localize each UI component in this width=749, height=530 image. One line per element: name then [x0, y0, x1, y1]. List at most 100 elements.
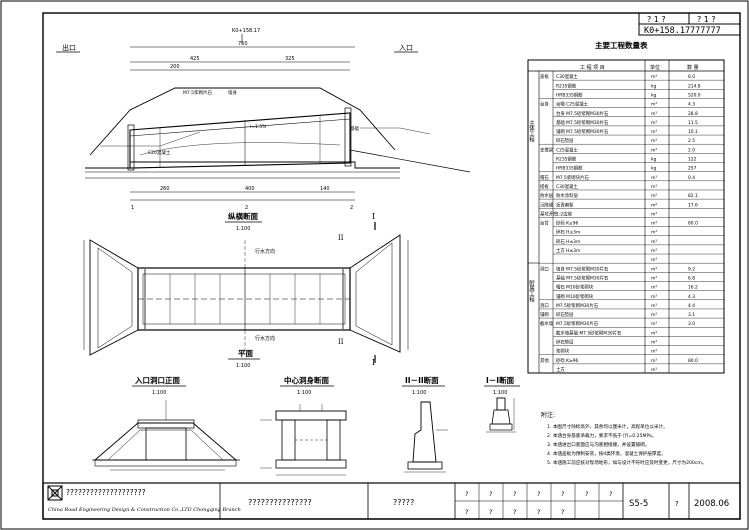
title-cell: ? [489, 490, 492, 498]
table-cell-item: 帽石 M10砂浆砌块 [556, 284, 594, 291]
note-line: 2. 本涵台身基底承载力，要求不低于 [f]=0.25MPa。 [547, 432, 656, 439]
table-cell-item: 墙身 M7.5砂浆砌M30片石 [556, 265, 609, 272]
table-cell-value: 4.3 [688, 294, 695, 300]
table-cell-category: 其他 [540, 357, 549, 364]
elevation-view: K0+158.17 出口 入口 750 425 325 200 C20混凝土 [56, 28, 471, 232]
table-cell-category: 洞口 [540, 265, 549, 272]
table-cell-unit: kg [651, 166, 657, 172]
table-cell-category: 截水墙 [540, 320, 554, 327]
table-cell-value: 122 [688, 157, 697, 163]
view-scale: 1:100 [236, 226, 250, 232]
table-cell-unit: m³ [651, 102, 657, 108]
view-scale: 1:100 [152, 390, 166, 396]
point-label: 2 [350, 205, 353, 211]
table-cell-value: 11.5 [688, 120, 698, 126]
table-header: 数 量 [687, 64, 699, 71]
header-cell: ? 1 ? [697, 15, 716, 24]
table-cell-unit: m³ [651, 175, 657, 181]
table-cell-item: M7.5浆砌块片石 [556, 174, 589, 181]
table-group: 主体工程 [528, 119, 535, 144]
table-cell-value: 17.6 [688, 202, 698, 208]
callout-text: 墙身 [228, 89, 237, 96]
table-cell-unit: m³ [651, 312, 657, 318]
table-cell-item: 浆砌块 [556, 348, 570, 355]
table-cell-category: 沉降缝 [540, 201, 554, 208]
table-cell-category: 防水层 [540, 192, 554, 199]
drawing-name: ????? [393, 498, 414, 507]
table-cell-item: HRB335钢筋 [556, 165, 583, 172]
table-cell-value: 2.0 [688, 147, 695, 153]
table-cell-value: 520.0 [688, 92, 701, 98]
drawing-date: 2008.06 [694, 499, 729, 509]
note-line: 1. 本图尺寸除标高外，其余均以厘米计，高程单位以米计。 [547, 423, 668, 430]
station-mark: K0+158.17 [232, 28, 260, 34]
table-cell-value: 2.5 [688, 138, 695, 144]
table-cell-value: 10.1 [688, 129, 698, 135]
table-cell-item: R235钢筋 [556, 156, 577, 163]
flow-text: 行水方向 [255, 335, 275, 342]
table-cell-value: 16.2 [688, 285, 698, 291]
title-cell: ? [537, 508, 540, 516]
table-cell-item: 砂砾 K≥96 [556, 357, 579, 364]
table-cell-item: M7.5砂浆砌M30片石 [556, 302, 599, 309]
callout-text: C20混凝土 [148, 149, 171, 156]
table-cell-item: 碎石 H≤3m [556, 238, 580, 245]
station-number: K0+158.17777777 [644, 26, 721, 36]
table-cell-item: 土方 [556, 366, 565, 373]
section-mark: I [372, 212, 375, 221]
dim-label: 140 [320, 186, 330, 192]
table-cell-category: 台背 [540, 220, 549, 227]
title-cell: ? [675, 500, 679, 508]
table-cell-unit: m³ [651, 239, 657, 245]
table-cell-category: 铺砌 [540, 311, 549, 318]
project-name: ??????????????? [248, 498, 312, 507]
company-logo [47, 485, 63, 501]
dim-label: 750 [238, 41, 248, 47]
table-header: 工 程 项 目 [580, 64, 605, 71]
title-cell: ? [537, 490, 540, 498]
table-cell-category: 盖板 [540, 73, 549, 80]
table-cell-item: 防水涂料层 [556, 192, 579, 199]
table-cell-unit: m³ [651, 285, 657, 291]
company-name-en: China Road Engineering Design & Construc… [48, 507, 241, 513]
table-cell-item: C30混凝土 [556, 183, 578, 190]
table-cell-value: 80.0 [688, 358, 698, 364]
table-cell-unit: m³ [651, 367, 657, 373]
table-cell-item: 截水墙基础 M7.5砂浆砌M30片石 [556, 329, 622, 336]
company-name-cn: ???????????????????? [66, 488, 146, 497]
callout-text: M7.5浆砌片石 [183, 89, 213, 96]
table-cell-value: 257 [688, 166, 697, 172]
table-cell-item: 基础 M7.5砂浆砌M30片石 [556, 119, 609, 126]
table-cell-unit: kg [651, 92, 657, 98]
title-cell: ? [465, 508, 468, 516]
table-cell-unit: m³ [651, 138, 657, 144]
view-title: 中心洞身断面 [284, 375, 329, 385]
view-scale: 1:100 [493, 390, 507, 396]
section-ii-view: II－II断面 1:100 [402, 375, 448, 473]
table-cell-unit: m² [651, 194, 657, 199]
table-cell-unit: m³ [651, 266, 657, 272]
table-cell-value: 28.8 [688, 111, 698, 117]
header-block: ? 1 ? ? 1 ? K0+158.17777777 [638, 12, 741, 36]
table-cell-category: 搭板 [540, 183, 549, 190]
table-cell-value: 6.8 [688, 275, 695, 281]
section-mark: II [338, 234, 344, 242]
table-cell-item: 碎石 H≤3m [556, 229, 580, 236]
table-cell-item: 砂砾 K≥96 [556, 220, 579, 227]
table-cell-unit: m³ [651, 340, 657, 346]
table-cell-value: 214.8 [688, 83, 701, 89]
section-mark: II [338, 338, 344, 346]
dim-label: 260 [160, 186, 170, 192]
table-cell-item: C30混凝土 [556, 73, 578, 80]
table-title: 主要工程数量表 [595, 40, 648, 50]
table-cell-unit: m³ [651, 120, 657, 126]
table-cell-item: 碎石垫层 [556, 339, 574, 346]
title-block: ???????????????????? China Road Engineer… [42, 482, 741, 520]
view-title: 纵横断面 [228, 211, 258, 221]
table-cell-unit: m³ [651, 74, 657, 80]
table-cell-value: 3.0 [688, 321, 695, 327]
inlet-elevation-view: 入口洞口正面 1:100 [92, 375, 240, 471]
